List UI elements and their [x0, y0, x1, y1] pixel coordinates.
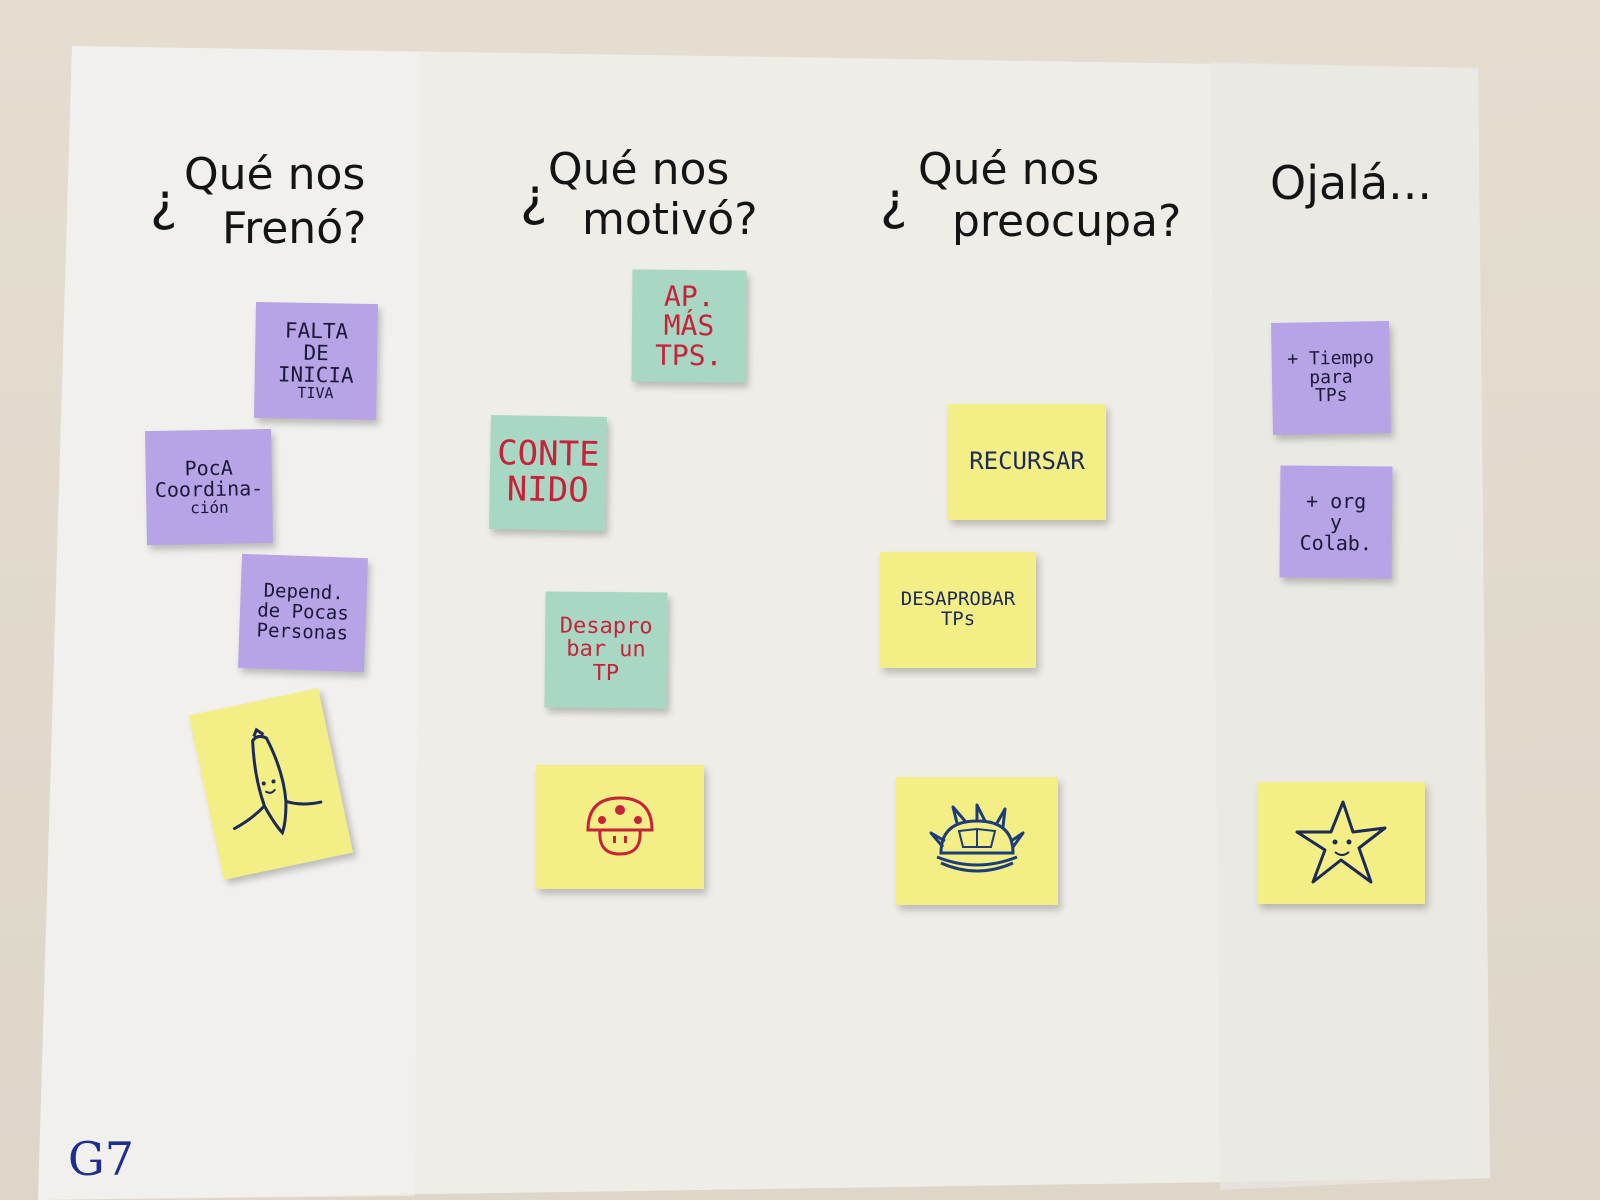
star-drawing — [1295, 800, 1387, 884]
sticky-note-star — [1257, 782, 1425, 904]
sticky-note-recursar: RECURSAR — [948, 404, 1106, 520]
mushroom-drawing — [586, 796, 654, 856]
column-heading-ojala: Ojalá... — [1270, 156, 1433, 210]
sticky-note-mas-org-y-colab: + org y Colab. — [1279, 465, 1393, 579]
group-label: G7 — [68, 1132, 135, 1186]
sticky-note-ap-mas-tps: AP. MÁS TPS. — [631, 269, 747, 383]
column-heading-motivo: ¿ Qué nos motivó? — [520, 144, 758, 245]
sticky-note-spiny-shell — [896, 777, 1058, 905]
banana-drawing — [232, 727, 323, 836]
sticky-note-banana — [188, 688, 354, 880]
sticky-note-poca-coordinacion: PocA Coordina- ción — [145, 428, 273, 546]
sticky-note-desaprobar-un-tp: Desapro bar un TP — [544, 591, 668, 709]
sticky-note-falta-de-iniciativa: FALTA DE INICIA TIVA — [253, 301, 379, 421]
column-heading-preocupa: ¿ Qué nos preocupa? — [880, 144, 1182, 247]
sticky-note-desaprobar-tps: DESAPROBAR TPs — [880, 552, 1036, 668]
column-heading-freno: ¿ Qué nos Frenó? — [150, 149, 367, 254]
sticky-note-dependencia-pocas-personas: Depend. de Pocas Personas — [238, 553, 368, 673]
sticky-note-contenido: CONTE NIDO — [489, 414, 607, 532]
sticky-note-mushroom — [536, 765, 704, 889]
spiny-shell-drawing — [929, 803, 1025, 873]
sticky-note-mas-tiempo-para-tps: + Tiempo para TPs — [1271, 320, 1391, 436]
